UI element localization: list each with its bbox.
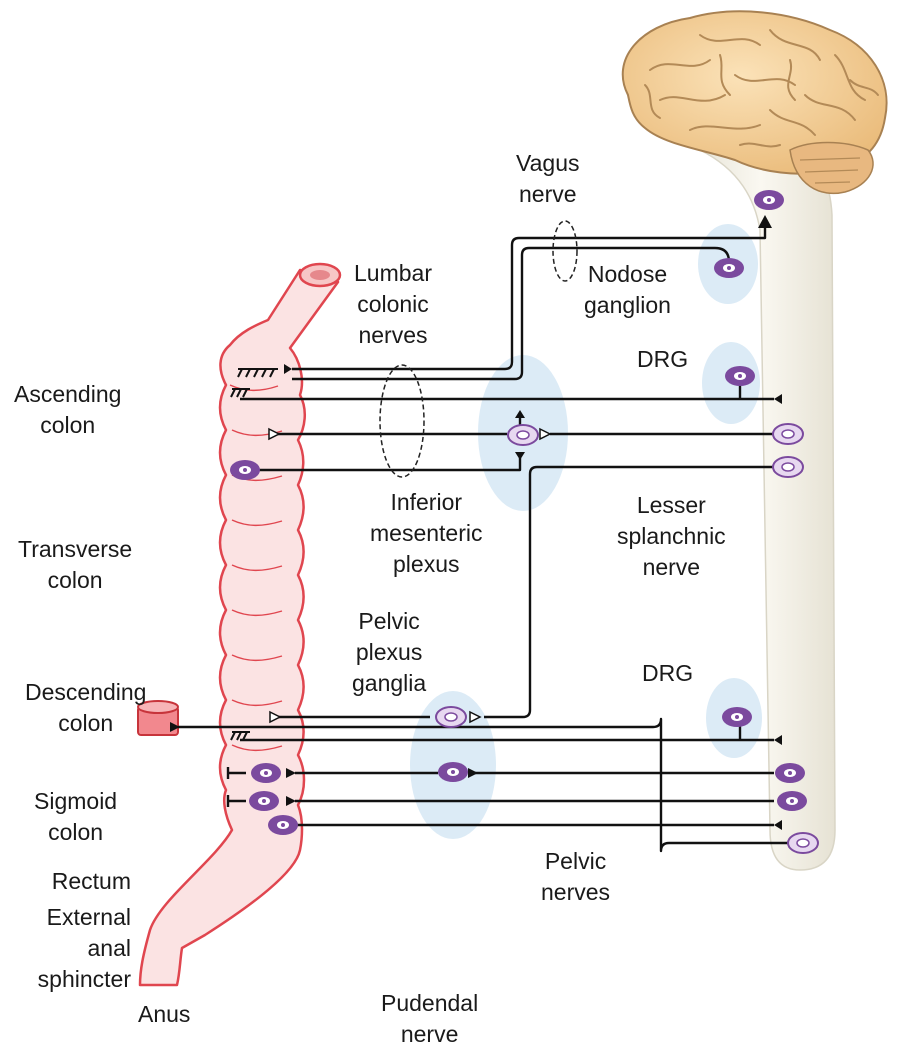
label-lesser-splanchnic-nerve: Lesser splanchnic nerve [617, 490, 726, 583]
neuron-cord-upper-1 [773, 424, 803, 444]
label-external-anal-sphincter: External anal sphincter [16, 902, 131, 995]
neuron-cord-sacral-1 [775, 763, 805, 783]
label-drg-lower: DRG [642, 658, 693, 689]
label-pudendal-nerve: Pudendal nerve [381, 988, 478, 1050]
vagus-bundle-outline [553, 221, 577, 281]
label-sigmoid-colon: Sigmoid colon [34, 786, 117, 848]
label-pelvic-plexus-ganglia: Pelvic plexus ganglia [352, 606, 426, 699]
neuron-pelvic-plexus-lower [438, 762, 468, 782]
neuron-drg-lower [722, 707, 752, 727]
label-inferior-mesenteric-plexus: Inferior mesenteric plexus [370, 487, 482, 580]
neuron-colon-sigmoid-2 [249, 791, 279, 811]
neuron-drg-upper [725, 366, 755, 386]
neuron-cord-sacral-2 [777, 791, 807, 811]
neuron-colon-ascending [230, 460, 260, 480]
brain [623, 11, 887, 193]
label-ascending-colon: Ascending colon [14, 379, 121, 441]
neuron-colon-sigmoid-3 [268, 815, 298, 835]
neuron-cord-pudendal [788, 833, 818, 853]
neuron-brainstem [754, 190, 784, 210]
neuron-cord-upper-2 [773, 457, 803, 477]
neuron-pelvic-plexus-upper [436, 707, 466, 727]
label-lumbar-colonic-nerves: Lumbar colonic nerves [354, 258, 432, 351]
label-drg-upper: DRG [637, 344, 688, 375]
label-anus: Anus [138, 999, 190, 1030]
label-pelvic-nerves: Pelvic nerves [541, 846, 610, 908]
neuron-nodose [714, 258, 744, 278]
label-vagus-nerve: Vagus nerve [516, 148, 580, 210]
lumbar-colonic-bundle-outline [380, 365, 424, 477]
label-rectum: Rectum [27, 866, 131, 897]
neuron-ima [508, 425, 538, 445]
label-transverse-colon: Transverse colon [18, 534, 132, 596]
label-nodose-ganglion: Nodose ganglion [584, 259, 671, 321]
neuron-colon-sigmoid-1 [251, 763, 281, 783]
label-descending-colon: Descending colon [25, 677, 146, 739]
